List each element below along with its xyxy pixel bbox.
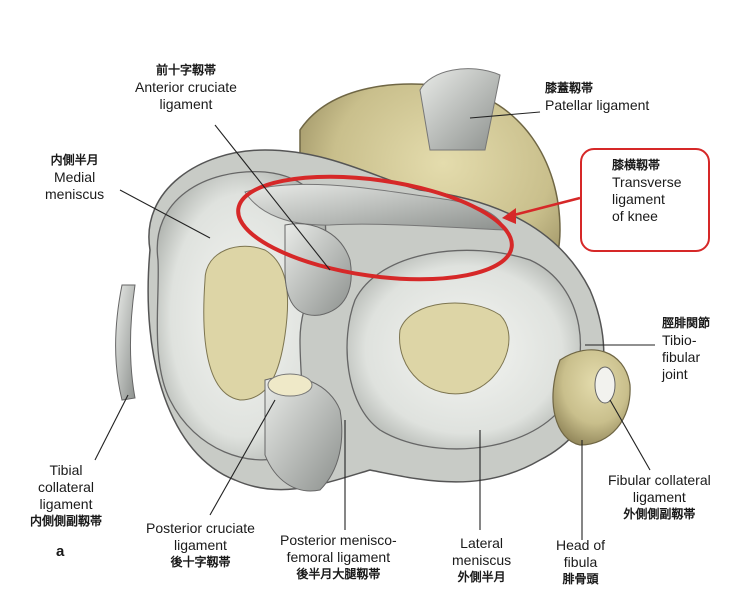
highlight-ellipse (236, 174, 514, 282)
label-tibiofibular-en2: fibular (662, 349, 701, 365)
label-tibiofibular-en1: Tibio- (662, 332, 697, 348)
label-acl-en2: ligament (159, 96, 213, 112)
fibular-collateral-ligament (594, 366, 616, 404)
label-posterior-meniscofemoral: Posterior menisco- femoral ligament 後半月大… (280, 532, 397, 583)
label-medial-meniscus: 内側半月 Medial meniscus (45, 152, 104, 203)
label-fibula-head-jp: 腓骨頭 (562, 572, 599, 586)
lateral-articular-surface (399, 302, 510, 395)
label-pcl-en1: Posterior cruciate (146, 520, 255, 536)
label-pmfl-jp: 後半月大腿靱帯 (296, 567, 381, 581)
label-lateral-meniscus-jp: 外側半月 (457, 570, 506, 584)
label-tibial-collateral-en2: collateral (37, 479, 95, 495)
label-pcl-jp: 後十字靱帯 (170, 555, 231, 569)
label-tibiofibular-jp: 脛腓関節 (662, 316, 711, 330)
label-transverse-en1: Transverse (612, 174, 682, 190)
label-fibula-head-en1: Head of (556, 537, 606, 553)
transverse-ligament-callout-box (580, 148, 710, 252)
label-patellar-jp: 膝蓋靱帯 (545, 81, 594, 95)
label-anterior-cruciate: 前十字靱帯 Anterior cruciate ligament (135, 62, 237, 113)
posterior-cruciate-ligament (264, 376, 343, 492)
patellar-ligament (419, 68, 501, 151)
label-pmfl-en2: femoral ligament (286, 549, 391, 565)
label-fibula-head-en2: fibula (563, 554, 598, 570)
leader-lines (94, 111, 655, 540)
label-tibiofibular-en3: joint (662, 366, 688, 382)
label-tibial-collateral-jp: 内側側副靱帯 (30, 514, 103, 528)
label-transverse-ligament: 膝横靱帯 Transverse ligament of knee (612, 157, 682, 225)
label-transverse-en2: ligament (612, 191, 665, 207)
label-fibular-collateral-en2: ligament (632, 489, 686, 505)
label-patellar-en1: Patellar ligament (545, 97, 650, 113)
label-tibial-collateral: Tibial collateral ligament 内側側副靱帯 (30, 462, 102, 530)
label-tibial-collateral-en3: ligament (39, 496, 93, 512)
pcl-cut-end (267, 373, 313, 397)
medial-articular-surface (203, 245, 289, 401)
figure-letter: a (56, 543, 65, 560)
anterior-cruciate-ligament (284, 223, 352, 316)
label-transverse-jp: 膝横靱帯 (612, 158, 661, 172)
label-patellar-ligament: 膝蓋靱帯 Patellar ligament (545, 80, 649, 114)
label-medial-meniscus-jp: 内側半月 (50, 153, 99, 167)
label-lateral-meniscus-en1: Lateral (460, 535, 503, 551)
highlight-arrow-line (509, 196, 581, 218)
label-lateral-meniscus-en2: meniscus (452, 552, 512, 568)
label-acl-en1: Anterior cruciate (135, 79, 237, 95)
label-pcl-en2: ligament (174, 537, 227, 553)
label-posterior-cruciate: Posterior cruciate ligament 後十字靱帯 (146, 520, 255, 571)
label-tibial-collateral-en1: Tibial (49, 462, 83, 478)
label-pmfl-en1: Posterior menisco- (280, 532, 397, 548)
label-transverse-en3: of knee (612, 208, 658, 224)
label-acl-jp: 前十字靱帯 (155, 63, 216, 77)
label-fibula-head: Head of fibula 腓骨頭 (556, 537, 605, 588)
highlight-arrowhead (502, 208, 516, 224)
fibula-head-shape (552, 349, 631, 446)
label-fibular-collateral-jp: 外側側副靱帯 (623, 507, 696, 521)
label-fibular-collateral-en1: Fibular collateral (608, 472, 711, 488)
label-fibular-collateral: Fibular collateral ligament 外側側副靱帯 (608, 472, 711, 523)
label-medial-meniscus-en2: meniscus (45, 186, 105, 202)
tibial-collateral-ligament (115, 284, 136, 401)
label-medial-meniscus-en1: Medial (53, 169, 96, 185)
label-lateral-meniscus: Lateral meniscus 外側半月 (452, 535, 511, 586)
label-tibiofibular-joint: 脛腓関節 Tibio- fibular joint (662, 315, 710, 383)
